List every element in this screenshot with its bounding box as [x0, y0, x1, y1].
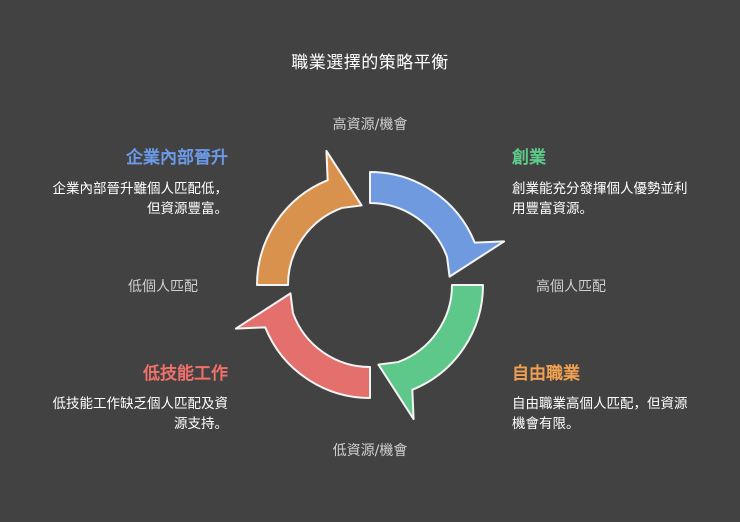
quadrant-desc-low-skill-work: 低技能工作缺乏個人匹配及資 源支持。 [52, 396, 229, 432]
quadrant-desc-internal-promotion: 企業內部晉升雖個人匹配低， 但資源豐富。 [52, 181, 229, 217]
quadrant-bottom-right: 自由職業 [512, 359, 580, 384]
quadrant-heading-internal-promotion: 企業內部晉升 [126, 148, 228, 168]
axis-label-bottom: 低資源/機會 [332, 443, 408, 459]
quadrant-bottom-left: 低技能工作 [143, 359, 228, 384]
quadrant-top-left: 企業內部晉升 [126, 143, 228, 168]
cycle-segment-bottom-right [377, 284, 484, 421]
axis-label-right: 高個人匹配 [536, 279, 606, 295]
cycle-segment-top-right [369, 171, 506, 278]
quadrant-desc-freelance: 自由職業高個人匹配，但資源 機會有限。 [512, 396, 688, 432]
quadrant-heading-freelance: 自由職業 [512, 364, 580, 384]
cycle-segment-bottom-left [234, 292, 371, 399]
quadrant-top-right: 創業 [512, 143, 546, 168]
cycle-segment-top-left [256, 149, 363, 286]
quadrant-desc-entrepreneurship: 創業能充分發揮個人優勢並利 用豐富資源。 [512, 181, 688, 217]
axis-label-top: 高資源/機會 [332, 117, 408, 133]
diagram-title: 職業選擇的策略平衡 [291, 53, 449, 73]
quadrant-heading-entrepreneurship: 創業 [512, 148, 546, 168]
quadrant-heading-low-skill-work: 低技能工作 [143, 364, 228, 384]
axis-label-left: 低個人匹配 [128, 279, 198, 295]
